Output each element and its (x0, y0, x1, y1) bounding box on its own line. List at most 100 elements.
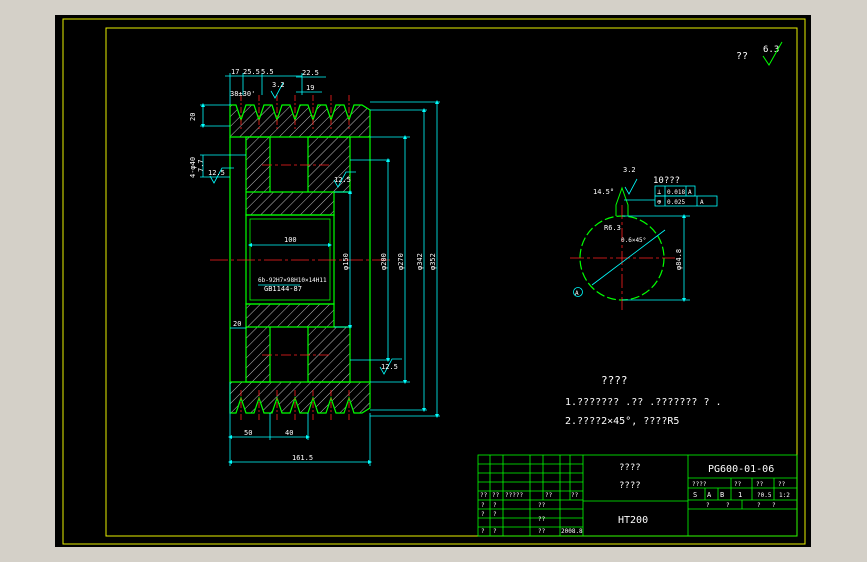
roughness-top: 3.2 (272, 81, 285, 89)
detail-radius: R6.3 (604, 224, 621, 232)
left-grid-text: ?? ?? ????? ?? ?? ? ? ?? ? ? ?? ? ? ?? 2… (480, 492, 583, 535)
scale-row: S A B 1 ?0.5 1:2 (693, 491, 790, 499)
dim-hole: 4-φ40 (189, 157, 197, 178)
notes-title: ???? (601, 374, 628, 387)
section-view: 17 25.5 5.5 22.5 38±30' 3.2 19 20 4-φ40 … (189, 68, 638, 466)
part-name-1: ???? (619, 463, 641, 473)
svg-text:??: ?? (480, 492, 488, 499)
svg-text:2008.8: 2008.8 (561, 528, 583, 535)
dim-angle: 38±30' (230, 90, 255, 98)
dim-d352: φ352 (429, 253, 437, 270)
svg-text:??: ?? (571, 492, 579, 499)
drawing-area (55, 15, 811, 547)
detail-roughness: 3.2 (623, 166, 636, 174)
detail-view: 10??? 3.2 14.5° R6.3 0.6×45° φ84.8 ⊥ 0.0… (570, 166, 718, 310)
dim-50: 50 (244, 429, 252, 437)
top-rim (229, 104, 371, 138)
inner-frame (105, 27, 798, 537)
dim-40: 40 (285, 429, 293, 437)
svg-text:??: ?? (538, 516, 546, 523)
dim-d200: φ200 (380, 253, 388, 270)
tolerance-frame (654, 185, 718, 207)
detail-leader (591, 229, 666, 286)
dim-bore-length: 100 (284, 236, 297, 244)
roughness-left: 12.5 (208, 169, 225, 177)
tol-symbol-2: ⊕ (657, 198, 662, 206)
tol-symbol-1: ⊥ (657, 188, 661, 196)
corner-roughness-label: ?? (736, 51, 748, 62)
dim-5-5: 5.5 (261, 68, 274, 76)
roughness-lower: 12.5 (381, 363, 398, 371)
outer-frame (62, 18, 806, 545)
roughness-hub: 12.5 (334, 176, 351, 184)
dim-hole-depth: 7.7 (197, 159, 205, 172)
dim-d342: φ342 (416, 253, 424, 270)
groove-centerlines (240, 95, 350, 422)
dim-17: 17 (231, 68, 239, 76)
svg-text:??: ?? (492, 492, 500, 499)
drawing-number: PG600-01-06 (708, 464, 774, 475)
datum-marker (573, 287, 583, 297)
svg-text:??: ?? (538, 528, 546, 535)
svg-text:?0.5: ?0.5 (757, 492, 772, 499)
svg-text:?: ? (493, 528, 497, 535)
dim-d270: φ270 (397, 253, 405, 270)
dim-rim-height: 20 (189, 113, 197, 121)
dim-25-5: 25.5 (243, 68, 260, 76)
detail-angle: 14.5° (593, 188, 614, 196)
corner-roughness-symbol (762, 41, 783, 66)
sheet-row: ? ? ? ? (706, 502, 776, 509)
corner-roughness-value: 6.3 (763, 45, 779, 55)
roughness-marks (209, 82, 638, 375)
title-block (477, 454, 798, 537)
svg-text:??: ?? (756, 481, 764, 488)
notes: ???? 1.??????? .?? .??????? ? . 2.????2×… (565, 374, 722, 427)
spline-outline (249, 218, 331, 301)
tol-value-1: 0.018 (667, 189, 685, 196)
notes-line-1: 1.??????? .?? .??????? ? . (565, 397, 722, 408)
part-name-2: ???? (619, 481, 641, 491)
svg-text:?: ? (481, 528, 485, 535)
svg-text:?: ? (772, 502, 776, 509)
tol-value-2: 0.025 (667, 199, 685, 206)
detail-chamfer: 0.6×45° (621, 237, 646, 244)
dim-19: 19 (306, 84, 314, 92)
detail-title: 10??? (653, 176, 680, 186)
corner-roughness: ?? 6.3 (736, 41, 783, 66)
tol-datum-1: A (688, 189, 692, 196)
svg-text:B: B (720, 491, 724, 499)
detail-pitch-dia: φ84.8 (675, 249, 683, 270)
dim-22-5: 22.5 (302, 69, 319, 77)
bottom-rim (229, 381, 371, 414)
bore-outline (245, 214, 335, 305)
svg-text:?: ? (706, 502, 710, 509)
svg-text:1:2: 1:2 (779, 492, 790, 499)
svg-text:?????: ????? (505, 492, 523, 499)
material: HT200 (618, 515, 648, 526)
notes-line-2: 2.????2×45°, ????R5 (565, 416, 679, 427)
svg-text:??: ?? (734, 481, 742, 488)
svg-text:S: S (693, 491, 697, 499)
svg-text:?: ? (481, 502, 485, 509)
svg-text:??: ?? (778, 481, 786, 488)
svg-text:?: ? (757, 502, 761, 509)
spline-standard: GB1144-87 (264, 285, 302, 293)
svg-text:?: ? (493, 502, 497, 509)
tol-datum-2: A (700, 199, 704, 206)
svg-text:?: ? (493, 511, 497, 518)
dim-overall: 161.5 (292, 454, 313, 462)
dim-d150: φ150 (342, 253, 350, 270)
svg-text:????: ???? (692, 481, 707, 488)
dimension-lines (200, 73, 440, 466)
spline-teeth (615, 186, 629, 216)
svg-text:?: ? (481, 511, 485, 518)
svg-text:A: A (707, 491, 712, 499)
svg-text:?: ? (726, 502, 730, 509)
svg-text:1: 1 (738, 491, 742, 499)
dim-web: 20 (233, 320, 241, 328)
datum-letter: A (575, 290, 579, 297)
header-row: ???? ?? ?? ?? (692, 481, 786, 488)
svg-text:??: ?? (538, 502, 546, 509)
svg-text:??: ?? (545, 492, 553, 499)
